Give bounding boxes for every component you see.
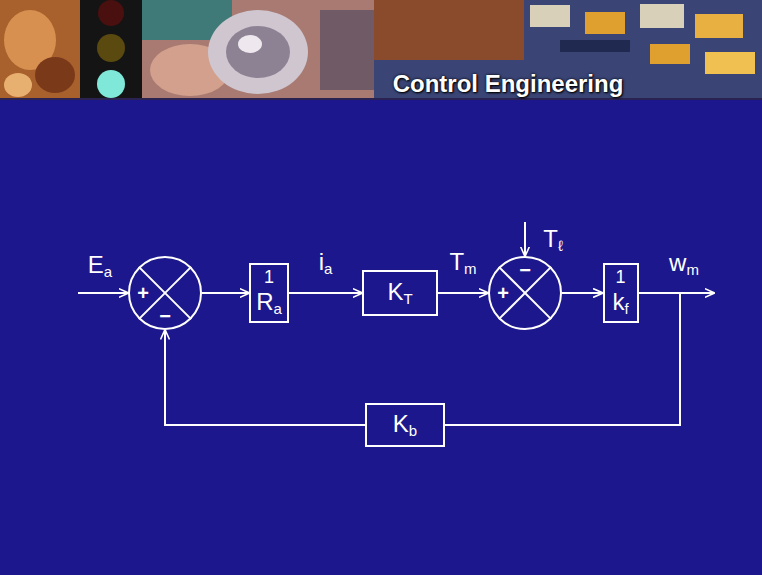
cylinder-photo (142, 0, 374, 100)
photo-block (0, 0, 80, 100)
gain-text: Ra (256, 288, 282, 317)
signal-label: Tm (449, 248, 476, 277)
banner-collage (0, 0, 762, 100)
signal-label: Tℓ (543, 225, 563, 254)
panel-switch (585, 12, 625, 34)
light-lamp (97, 70, 125, 98)
signal-connector (445, 293, 680, 425)
gain-text: KT (387, 278, 412, 307)
signal-label: wm (669, 249, 699, 278)
gain-block: KT (362, 270, 438, 316)
gain-text: 1 (264, 268, 274, 288)
photo-block (374, 0, 524, 60)
photo-block (320, 10, 374, 90)
sign-symbol: + (137, 283, 149, 303)
output-arrow (680, 292, 714, 294)
junction-circle (489, 257, 561, 329)
signal-connector (165, 330, 365, 425)
gain-block: 1Ra (249, 263, 289, 323)
summing-junction: −+ (488, 256, 562, 330)
sign-symbol: − (519, 260, 531, 280)
light-housing (80, 0, 142, 100)
photo-shape (4, 73, 32, 97)
signal-label: ia (319, 248, 333, 277)
signal-label: Ea (88, 251, 112, 280)
signal-connector (438, 292, 488, 294)
junction-circle (129, 257, 201, 329)
photo-block (374, 0, 762, 100)
gain-text: 1 (615, 268, 625, 288)
banner-title: Control Engineering (393, 70, 624, 98)
summing-junction: +− (128, 256, 202, 330)
sign-symbol: − (159, 306, 171, 326)
panel-photo (374, 0, 762, 100)
input-arrow (78, 292, 128, 294)
traffic-light (80, 0, 142, 100)
signal-connector (562, 292, 603, 294)
gain-block: Kb (365, 403, 445, 447)
disturbance-arrow (524, 222, 526, 256)
signal-connector (289, 292, 362, 294)
gain-block: 1kf (603, 263, 639, 323)
gain-text: kf (612, 288, 628, 317)
light-lamp (98, 0, 124, 26)
hands-photo (0, 0, 80, 100)
banner-edge (0, 98, 762, 100)
panel-slot (560, 40, 630, 52)
panel-switch (705, 52, 755, 74)
panel-switch (640, 4, 684, 28)
banner-ground (0, 0, 762, 100)
signal-connector (202, 292, 249, 294)
cylinder-highlight (238, 35, 262, 53)
cylinder-face (226, 26, 290, 78)
sign-symbol: + (497, 283, 509, 303)
panel-switch (650, 44, 690, 64)
gain-text: Kb (393, 410, 417, 439)
cylinder-body (208, 10, 308, 94)
panel-switch (695, 14, 743, 38)
photo-block (142, 0, 374, 100)
light-lamp (97, 34, 125, 62)
photo-shape (35, 57, 75, 93)
panel-switch (530, 5, 570, 27)
